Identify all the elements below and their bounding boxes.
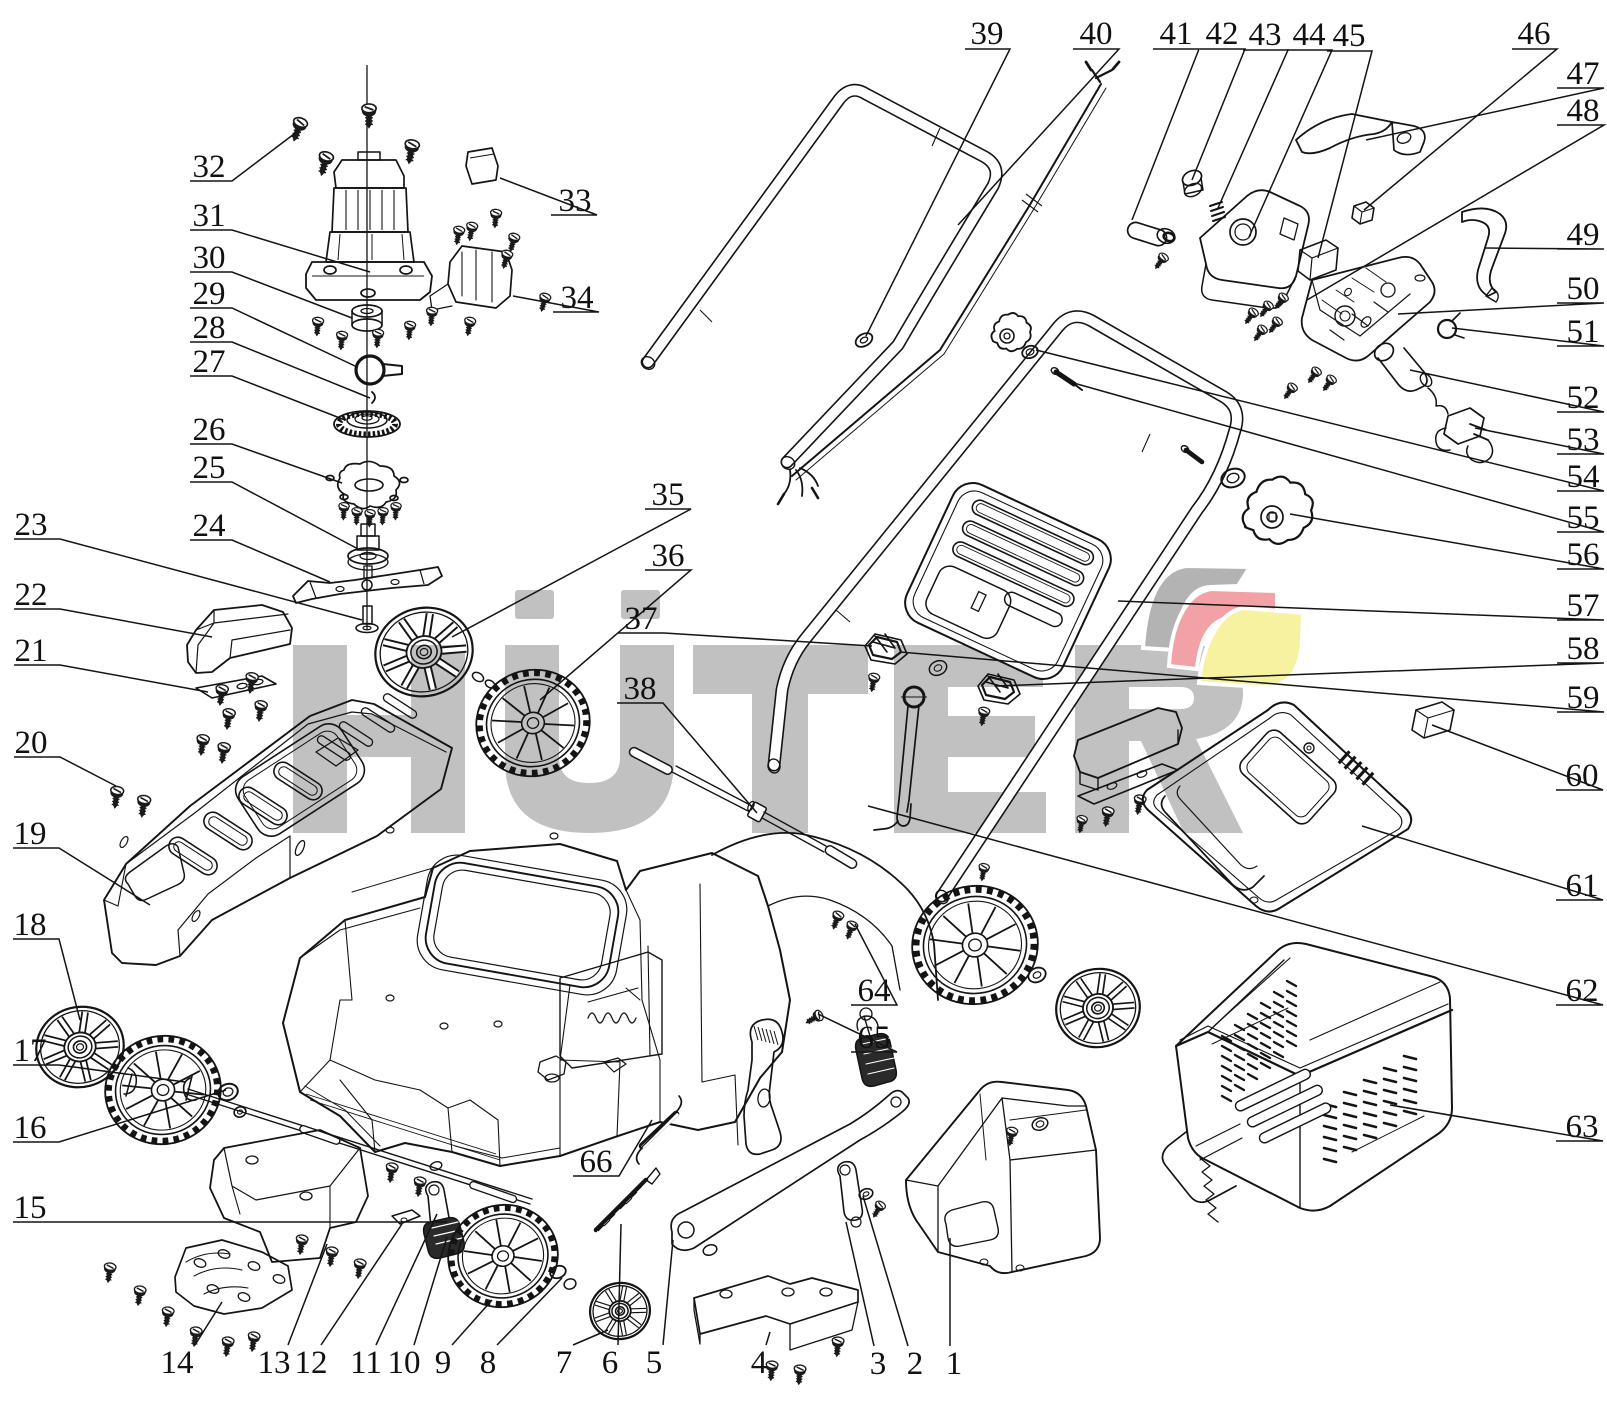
svg-text:18: 18 — [14, 907, 47, 943]
svg-text:39: 39 — [971, 16, 1004, 52]
svg-text:19: 19 — [14, 816, 47, 852]
svg-text:4: 4 — [751, 1345, 768, 1381]
svg-text:30: 30 — [193, 240, 226, 276]
svg-text:22: 22 — [15, 577, 48, 613]
svg-text:17: 17 — [14, 1033, 47, 1069]
svg-text:13: 13 — [258, 1345, 291, 1381]
svg-text:46: 46 — [1518, 16, 1551, 52]
svg-text:31: 31 — [193, 198, 226, 234]
svg-text:40: 40 — [1080, 16, 1113, 52]
svg-text:60: 60 — [1566, 758, 1599, 794]
svg-text:50: 50 — [1567, 271, 1600, 307]
svg-text:41: 41 — [1160, 16, 1193, 52]
svg-text:23: 23 — [15, 507, 48, 543]
svg-text:42: 42 — [1206, 16, 1239, 52]
svg-text:7: 7 — [556, 1345, 573, 1381]
svg-text:1: 1 — [946, 1346, 963, 1382]
svg-text:21: 21 — [15, 633, 48, 669]
svg-text:37: 37 — [625, 601, 658, 637]
svg-text:58: 58 — [1567, 631, 1600, 667]
svg-text:15: 15 — [14, 1190, 47, 1226]
svg-text:8: 8 — [480, 1345, 497, 1381]
svg-text:38: 38 — [624, 671, 657, 707]
svg-text:24: 24 — [193, 508, 226, 544]
svg-text:2: 2 — [907, 1346, 924, 1382]
svg-text:43: 43 — [1249, 17, 1282, 53]
svg-text:28: 28 — [193, 310, 226, 346]
svg-text:62: 62 — [1566, 973, 1599, 1009]
svg-text:16: 16 — [14, 1110, 47, 1146]
svg-text:54: 54 — [1567, 459, 1600, 495]
svg-text:3: 3 — [870, 1346, 887, 1382]
svg-text:33: 33 — [559, 183, 592, 219]
svg-text:35: 35 — [652, 477, 685, 513]
svg-text:14: 14 — [161, 1345, 194, 1381]
svg-text:10: 10 — [388, 1345, 421, 1381]
svg-text:27: 27 — [193, 344, 226, 380]
svg-text:65: 65 — [858, 1020, 891, 1056]
svg-text:44: 44 — [1293, 17, 1326, 53]
svg-text:36: 36 — [652, 538, 685, 574]
svg-text:64: 64 — [858, 973, 891, 1009]
svg-text:26: 26 — [193, 412, 226, 448]
svg-text:32: 32 — [193, 149, 226, 185]
svg-text:47: 47 — [1567, 56, 1600, 92]
svg-text:48: 48 — [1567, 93, 1600, 129]
svg-text:20: 20 — [15, 725, 48, 761]
svg-text:9: 9 — [435, 1345, 452, 1381]
svg-text:61: 61 — [1566, 868, 1599, 904]
svg-text:29: 29 — [193, 276, 226, 312]
svg-text:12: 12 — [295, 1345, 328, 1381]
svg-text:66: 66 — [580, 1144, 613, 1180]
svg-text:49: 49 — [1567, 217, 1600, 253]
svg-text:11: 11 — [350, 1345, 382, 1381]
svg-text:6: 6 — [602, 1345, 619, 1381]
svg-text:25: 25 — [193, 450, 226, 486]
svg-text:5: 5 — [646, 1345, 663, 1381]
svg-text:55: 55 — [1567, 500, 1600, 536]
svg-text:45: 45 — [1333, 18, 1366, 54]
